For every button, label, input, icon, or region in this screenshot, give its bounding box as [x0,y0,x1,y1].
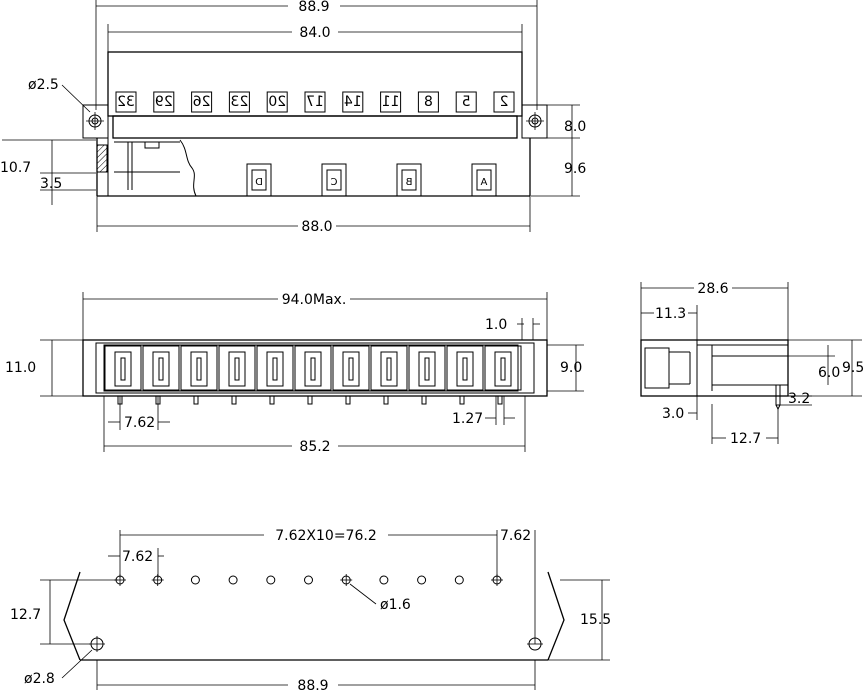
top-upper-height: 8.0 [564,119,586,135]
top-overall-width: 88.9 [298,0,329,15]
front-slot [484,345,522,405]
footprint-hole [304,575,313,585]
front-slot [142,345,180,405]
top-base-width: 88.0 [301,219,332,235]
footprint-hole [417,575,427,585]
contact-number: 26 [193,94,211,110]
footprint-holes [114,574,503,586]
row-socket: C [321,163,347,197]
contact-number-box: 23 [228,91,250,113]
footprint-hole [151,574,164,586]
side-front-depth: 11.3 [655,306,686,322]
contact-number-box: 32 [115,91,137,113]
footprint-hole [266,575,276,585]
footprint-hole [379,575,389,585]
side-depth: 28.6 [697,281,728,297]
front-view: 94.0Max. 1.0 11.0 9.0 7.62 1.27 [5,292,584,455]
front-slot [408,345,446,405]
contact-number-box: 14 [342,91,364,113]
footprint-view: 7.62X10=76.2 7.62 7.62 ø1.6 12.7 ø2.8 [10,528,611,690]
front-slot [446,345,484,405]
row-socket: A [471,163,497,197]
footprint-row-offset: 12.7 [10,607,41,623]
contact-number-boxes: 32 29 26 23 20 17 14 11 8 5 2 [115,91,515,113]
contact-number-box: 8 [417,91,439,113]
row-letter: B [405,177,412,188]
side-view: 28.6 11.3 9.5 6.0 3.2 [640,281,864,447]
side-offset: 3.0 [662,406,684,422]
side-mid-height: 6.0 [818,365,840,381]
footprint-hole [228,575,238,585]
contact-number: 23 [230,94,248,110]
footprint-hole [491,574,503,586]
row-socket: B [396,163,422,197]
top-total-height: 10.7 [0,160,31,176]
top-lower-height: 9.6 [564,161,586,177]
front-slot [294,345,332,405]
front-height: 11.0 [5,360,36,376]
contact-number: 2 [500,94,509,110]
top-hole-diameter: ø2.5 [28,77,59,93]
row-letter: A [480,177,487,188]
front-slot [370,345,408,405]
contact-number-box: 17 [304,91,326,113]
footprint-overall-width: 88.9 [297,678,328,690]
contact-number: 20 [268,94,286,110]
row-socket: D [246,163,272,197]
front-slot [256,345,294,405]
side-pin-length: 3.2 [788,391,810,407]
footprint-hole [190,575,200,585]
row-letter: D [255,177,263,188]
contact-number-box: 29 [153,91,175,113]
footprint-hole [454,575,464,585]
contact-number-box: 20 [266,91,288,113]
contact-number: 11 [382,94,400,110]
contact-number: 14 [344,94,362,110]
footprint-pitch-left: 7.62 [122,549,153,565]
top-inner-width: 84.0 [299,25,330,41]
side-pin-position: 12.7 [730,431,761,447]
front-pitch: 7.62 [124,415,155,431]
front-wall: 1.0 [485,317,507,333]
footprint-hole-diameter: ø1.6 [380,597,411,613]
row-letter: C [330,177,337,188]
contact-number-box: 11 [380,91,402,113]
front-pin-width: 1.27 [452,411,483,427]
front-max-width: 94.0Max. [282,292,347,308]
footprint-pitch-total: 7.62X10=76.2 [275,528,376,544]
front-slots [104,345,522,405]
contact-number: 8 [424,94,433,110]
footprint-pitch-right: 7.62 [500,528,531,544]
footprint-mount-hole-diameter: ø2.8 [24,671,55,687]
front-slot [332,345,370,405]
front-slot [218,345,256,405]
contact-number-box: 5 [455,91,477,113]
contact-number-box: 26 [191,91,213,113]
contact-number: 32 [117,94,135,110]
top-pin-depth: 3.5 [40,176,62,192]
side-height: 9.5 [842,360,864,376]
front-slot [104,345,142,405]
contact-number: 29 [155,94,173,110]
contact-number: 17 [306,94,324,110]
contact-number-box: 2 [493,91,515,113]
front-pin-span: 85.2 [299,439,330,455]
top-view: 88.9 84.0 ø2.5 32 29 26 23 20 17 14 11 8 5 2 [0,0,586,235]
front-slot [180,345,218,405]
contact-number: 5 [462,94,471,110]
front-inner-height: 9.0 [560,360,582,376]
footprint-mount-spacing: 15.5 [580,612,611,628]
footprint-hole [340,574,353,586]
